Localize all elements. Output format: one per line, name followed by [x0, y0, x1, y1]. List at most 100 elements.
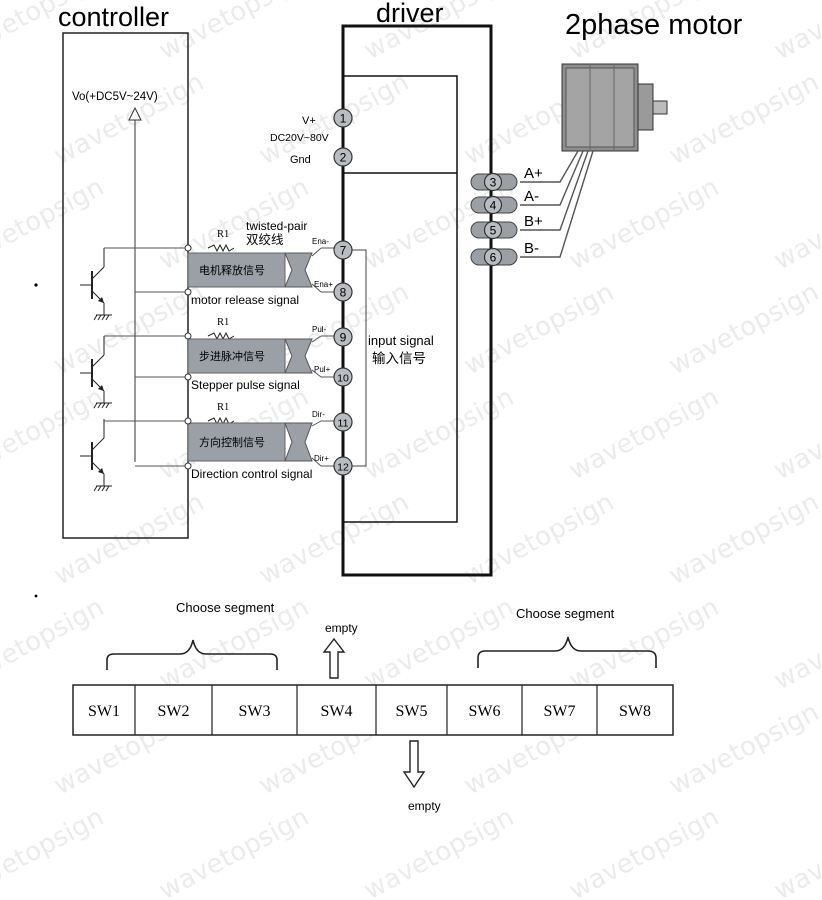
dip-switch-sw4: SW4	[321, 703, 353, 720]
watermark-text: wavetopsign	[0, 802, 109, 900]
input-bracket	[350, 249, 367, 467]
motor-pin-label: A+	[524, 165, 543, 182]
terminal-number: 10	[337, 373, 349, 385]
junction-dot	[184, 373, 192, 381]
twisted-pair-icon	[284, 422, 313, 462]
pin-label: Pul+	[314, 365, 331, 374]
signal-box	[187, 422, 286, 462]
left-group-label: Choose segment	[176, 600, 275, 615]
motor-pin-label: B-	[524, 240, 539, 257]
signal-en-label: motor release signal	[191, 293, 299, 307]
right-group-brace	[477, 636, 657, 668]
dip-switch-sw1: SW1	[88, 703, 120, 720]
pin-label: Ena+	[314, 280, 333, 289]
junction-dot	[184, 288, 192, 296]
motor-pin-group: 3A+4A- 5 B+ 6 B-	[470, 150, 594, 267]
watermark-text: wavetopsign	[359, 802, 519, 900]
motor-wire	[520, 150, 584, 206]
input-signal-label: input signal	[368, 333, 434, 348]
watermark-text: wavetopsign	[154, 802, 314, 900]
gnd-label: Gnd	[290, 154, 311, 166]
watermark-text: wavetopsign	[664, 277, 822, 381]
watermark-text: wavetopsign	[0, 172, 109, 276]
dip-switch-frame	[72, 684, 674, 736]
watermark-text: wavetopsign	[359, 382, 519, 486]
twisted-pair-icon	[284, 252, 313, 288]
watermark-text: wavetopsign	[769, 592, 822, 696]
motor-title: 2phase motor	[565, 9, 743, 41]
terminal-9: 9	[333, 327, 353, 347]
motor-pin-4: 6 B-	[470, 150, 594, 267]
terminal-number: 12	[337, 462, 349, 474]
terminal-8: 8	[333, 282, 353, 302]
pin-label: Dir-	[312, 410, 325, 419]
top-empty-label: empty	[325, 621, 358, 635]
terminal-number: 6	[490, 251, 497, 265]
signal-en-label: Stepper pulse signal	[191, 378, 300, 392]
watermark-text: wavetopsign	[769, 802, 822, 900]
signal-box	[187, 338, 286, 374]
motor-wire	[520, 150, 579, 183]
watermark-text: wavetopsign	[0, 382, 109, 486]
terminal-number: 1	[340, 112, 347, 126]
dip-switch-sw2: SW2	[158, 703, 190, 720]
dip-switch-sw7: SW7	[544, 703, 576, 720]
terminal-10: 10	[333, 367, 353, 387]
motor-pin-label: B+	[524, 213, 543, 230]
terminal-2: 2	[333, 147, 353, 167]
watermark-text: wavetopsign	[459, 277, 619, 381]
pin-label: Dir+	[314, 454, 329, 463]
watermark-text: wavetopsign	[664, 487, 822, 591]
terminal-number: 7	[340, 244, 347, 258]
terminal-number: 11	[338, 418, 349, 430]
signal-box	[187, 252, 286, 288]
input-signal-cn-label: 输入信号	[372, 351, 426, 366]
driver-title: driver	[376, 0, 444, 28]
terminal-number: 5	[490, 224, 497, 238]
motor-pin-1: 3A+	[470, 150, 579, 192]
arrow-down-icon	[402, 740, 426, 789]
signal-group: R1 方向控制信号 Direction control signal Dir- Dir+	[104, 402, 343, 481]
vo-label: Vo(+DC5V~24V)	[72, 91, 158, 103]
terminal-11: 11	[333, 412, 353, 432]
transistor-icon	[80, 419, 112, 492]
arrow-up-icon	[322, 637, 346, 679]
signal-cn-label: 方向控制信号	[199, 435, 265, 449]
transistor-icon	[80, 336, 112, 409]
twisted-pair-icon	[284, 338, 313, 374]
bottom-empty-label: empty	[408, 799, 441, 813]
resistor-label: R1	[217, 402, 229, 413]
vo-arrow-icon	[128, 106, 142, 121]
watermark-text: wavetopsign	[564, 172, 724, 276]
pin-label: Ena-	[312, 237, 329, 246]
watermark-text: wavetopsign	[769, 382, 822, 486]
watermark-text: wavetopsign	[564, 802, 724, 900]
vplus-label: V+	[302, 115, 316, 127]
watermark-text: wavetopsign	[0, 592, 109, 696]
motor-pin-2: 4A-	[470, 150, 584, 215]
watermark-text: wavetopsign	[664, 67, 822, 171]
junction-dot	[184, 417, 192, 425]
twisted-pair-cn-label: 双绞线	[246, 232, 284, 247]
watermark-text: wavetopsign	[664, 697, 822, 801]
terminal-12: 12	[333, 456, 353, 476]
dip-switch-sw3: SW3	[239, 703, 271, 720]
dip-switch-sw6: SW6	[469, 703, 501, 720]
transistor-group	[80, 248, 112, 492]
motor-wire	[520, 150, 589, 231]
watermark-text: wavetopsign	[49, 487, 209, 591]
right-group-label: Choose segment	[516, 606, 615, 621]
watermark-text: wavetopsign	[564, 382, 724, 486]
junction-dot	[184, 244, 192, 252]
twisted-pair-label: twisted-pair	[246, 219, 307, 233]
signal-en-label: Direction control signal	[191, 467, 312, 481]
stepper-motor	[561, 63, 668, 152]
junction-dot	[184, 332, 192, 340]
terminal-number: 2	[340, 151, 347, 165]
watermark-text: wavetopsign	[769, 0, 822, 66]
